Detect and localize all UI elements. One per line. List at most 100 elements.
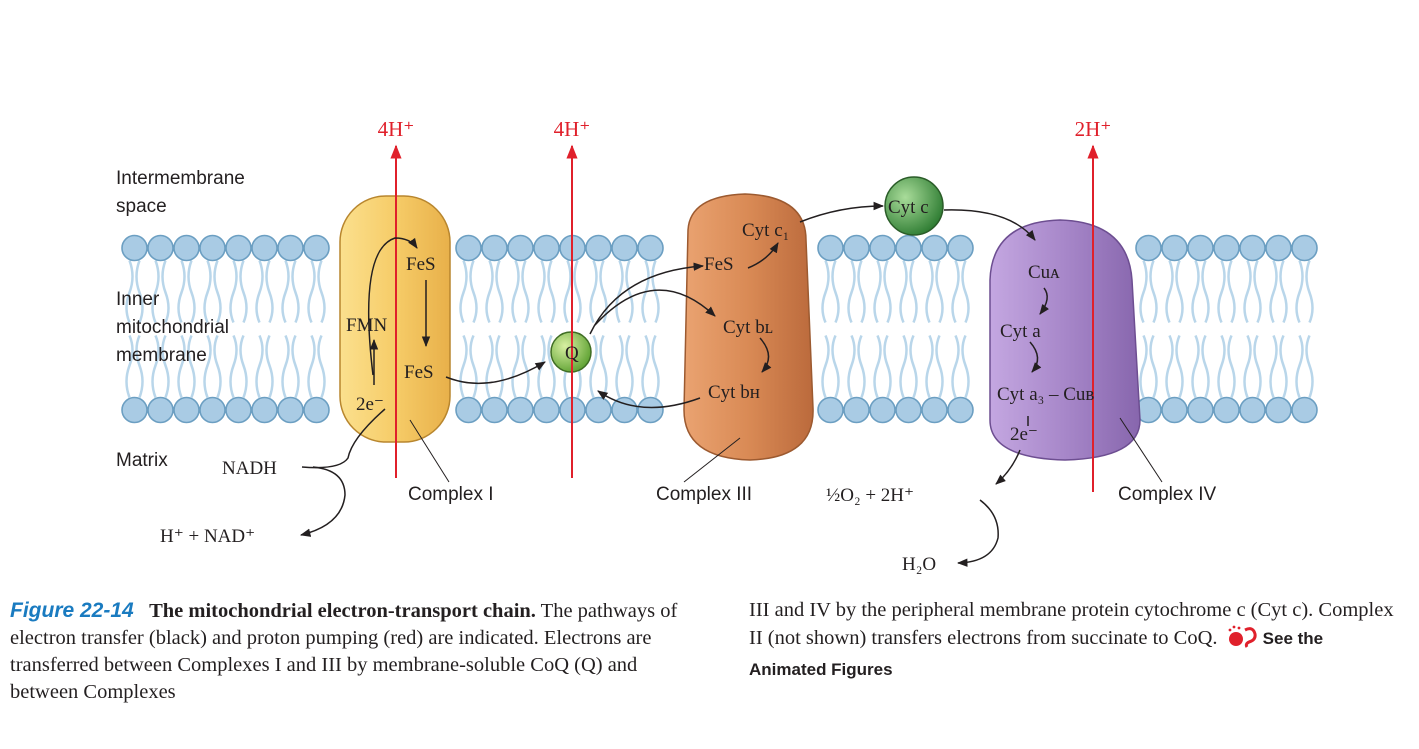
lipid-head [277, 234, 304, 262]
lipid-tail [883, 260, 892, 323]
complex-i-fmn: FMN [346, 315, 387, 336]
lipid-head [507, 396, 534, 424]
complex-i-2e: 2e⁻ [356, 394, 384, 415]
lipid-tail [873, 335, 882, 398]
lipid-head [251, 234, 278, 262]
lipid-tail [641, 335, 650, 398]
lipid-head [121, 234, 148, 262]
complex-iv-cua: Cuᴀ [1028, 262, 1060, 283]
lipid-head [611, 234, 638, 262]
complex-iii-cyt-bl: Cyt bʟ [723, 317, 773, 338]
cyt-c-circle [884, 176, 944, 236]
water-label: H₂O [902, 554, 936, 575]
electron-transport-diagram: Intermembrane space Inner mitochondrial … [116, 117, 1318, 575]
lipid-head [121, 396, 148, 424]
lipid-tail [537, 335, 546, 398]
lipid-head [277, 396, 304, 424]
cyt-c-label: Cyt c [888, 197, 929, 218]
lipid-tail [459, 335, 468, 398]
lipid-tail [961, 335, 970, 398]
animated-figure-icon[interactable] [1227, 624, 1261, 656]
lipid-tail [1243, 335, 1252, 398]
lipid-head [1265, 396, 1292, 424]
lipid-head [1291, 234, 1318, 262]
lipid-tail [469, 260, 478, 323]
lipid-tails [125, 260, 1314, 398]
complex-iii-body [683, 193, 814, 461]
lipid-tail [459, 260, 468, 323]
lipid-head [817, 234, 844, 262]
lipid-head [1187, 396, 1214, 424]
lipid-tail [255, 335, 264, 398]
lipid-tail [1269, 335, 1278, 398]
lipid-tail [1227, 335, 1236, 398]
lipid-tail [485, 260, 494, 323]
intermembrane-label-line1: Intermembrane [116, 168, 245, 189]
lipid-head [869, 396, 896, 424]
lipid-head [637, 234, 664, 262]
lipid-head [1239, 396, 1266, 424]
lipid-tail [1253, 260, 1262, 323]
complex-iii-cyt-c1: Cyt c₁ [742, 220, 789, 241]
lipid-tail [1243, 260, 1252, 323]
lipid-head [507, 234, 534, 262]
lipid-tail [203, 335, 212, 398]
see-animated-figures-link[interactable]: See the Animated Figures [749, 629, 1324, 679]
lipid-tail [1191, 335, 1200, 398]
lipid-tail [1165, 260, 1174, 323]
lipid-tail [177, 335, 186, 398]
lipid-tail [151, 335, 160, 398]
lipid-head [173, 396, 200, 424]
lipid-head [869, 234, 896, 262]
lipid-tail [1149, 335, 1158, 398]
lipid-head [481, 396, 508, 424]
lipid-head [921, 396, 948, 424]
lipid-head [533, 396, 560, 424]
lipid-tail [229, 335, 238, 398]
lipid-head [1291, 396, 1318, 424]
complex-iii-fes: FeS [704, 254, 734, 275]
lipid-tail [925, 260, 934, 323]
label-leader-lines [409, 417, 1163, 483]
lipid-tail [511, 335, 520, 398]
lipid-tail [1217, 260, 1226, 323]
lipid-heads [121, 234, 1318, 424]
lipid-tail [317, 335, 326, 398]
complex-i-label: Complex I [408, 484, 494, 505]
lipid-head [1135, 234, 1162, 262]
lipid-tail [589, 260, 598, 323]
complex-iii-label: Complex III [656, 484, 752, 505]
lipid-head [921, 234, 948, 262]
lipid-tail [265, 335, 274, 398]
lipid-tail [1175, 260, 1184, 323]
lipid-head [173, 234, 200, 262]
lipid-tail [521, 335, 530, 398]
lipid-head [1213, 234, 1240, 262]
lipid-tail [281, 335, 290, 398]
lipid-tail [1295, 260, 1304, 323]
lipid-head [481, 234, 508, 262]
lipid-tail [151, 260, 160, 323]
lipid-tail [961, 260, 970, 323]
lipid-tail [317, 260, 326, 323]
proton-label-complex-i: 4H⁺ [378, 117, 415, 141]
proton-pumping-lines [390, 144, 1099, 492]
lipid-tail [255, 260, 264, 323]
lipid-tail [847, 260, 856, 323]
lipid-tail [857, 260, 866, 323]
lipid-tail [847, 335, 856, 398]
lipid-tail [873, 260, 882, 323]
lipid-tail [935, 260, 944, 323]
lipid-tail [1227, 260, 1236, 323]
lipid-tail [547, 260, 556, 323]
lipid-tail [135, 335, 144, 398]
lipid-head [303, 396, 330, 424]
lipid-head [895, 234, 922, 262]
figure-caption-right: III and IV by the peripheral membrane pr… [749, 597, 1404, 683]
lipid-head [147, 396, 174, 424]
lipid-tail [229, 260, 238, 323]
nadh-label: NADH [222, 458, 277, 479]
electron-transfer-arrows [299, 201, 1050, 567]
lipid-tail [1201, 335, 1210, 398]
lipid-tail [651, 335, 660, 398]
